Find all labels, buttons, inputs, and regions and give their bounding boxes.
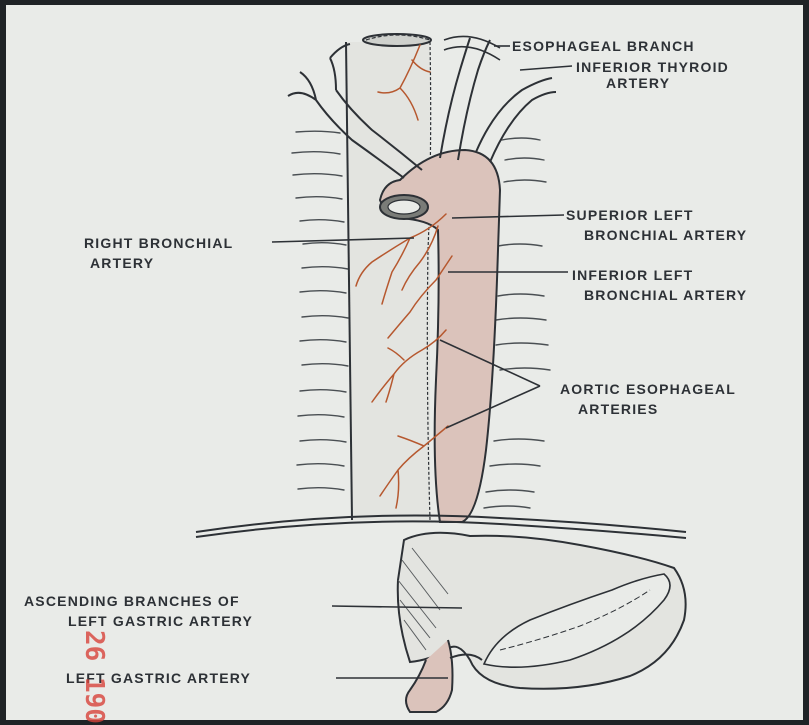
label-esophageal-branch: ESOPHAGEAL BRANCH (512, 38, 695, 54)
datestamp: 26 190 (79, 630, 109, 724)
esophagus (346, 34, 431, 520)
